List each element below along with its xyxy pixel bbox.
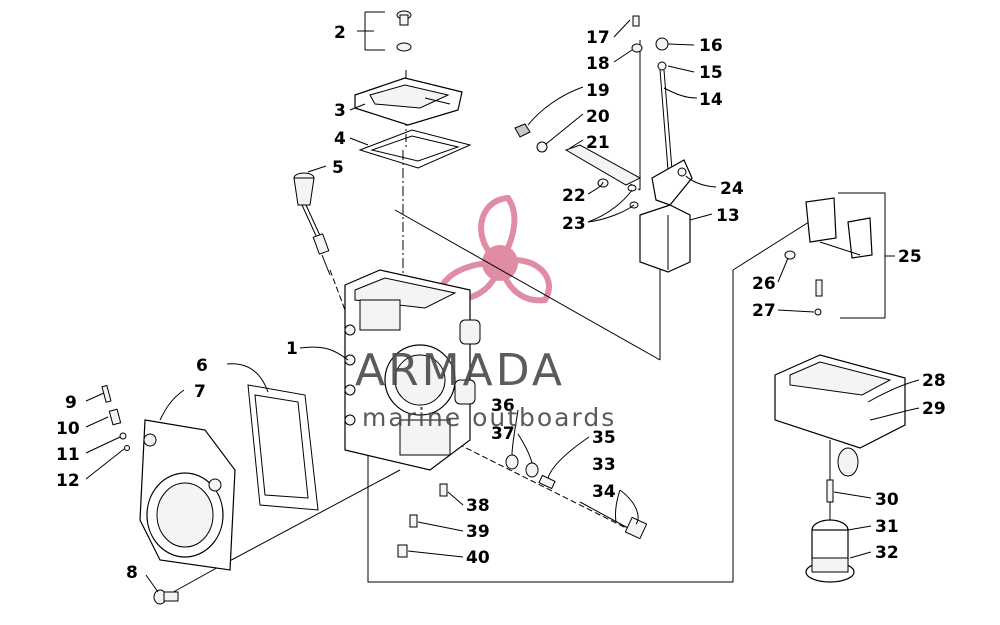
callout-7: 7 [194,382,206,402]
watermark-title: ARMADA [355,345,565,396]
callout-35: 35 [592,428,616,448]
callout-36: 36 [491,396,515,416]
callout-10: 10 [56,419,80,439]
part-drain-plug-30-32 [805,479,855,583]
callout-30: 30 [875,490,899,510]
part-shaft-hardware-19-23 [514,123,642,209]
callout-6: 6 [196,356,208,376]
callout-20: 20 [586,107,610,127]
callout-23: 23 [562,214,586,234]
part-screw-8 [153,589,179,605]
part-screw-washer-2 [396,10,412,52]
callout-28: 28 [922,371,946,391]
part-idle-adjuster-33-37 [505,454,648,540]
callout-13: 13 [716,206,740,226]
part-gasket-4 [358,129,472,169]
part-carburetor-body-1 [344,269,481,471]
callout-18: 18 [586,54,610,74]
reference-lines [167,40,831,596]
callout-1: 1 [286,339,298,359]
callout-15: 15 [699,63,723,83]
callout-25: 25 [898,247,922,267]
part-screws-38-40 [397,483,448,558]
part-throttle-slide-13 [639,204,691,273]
callout-labels: 2 3 4 5 1 6 7 9 10 11 12 8 17 18 16 15 1… [56,23,946,583]
part-jet-needle-14-18 [631,15,673,171]
leader-lines [85,11,920,593]
callout-14: 14 [699,90,723,110]
callout-24: 24 [720,179,744,199]
part-throttle-lever-24 [651,159,693,206]
callout-38: 38 [466,496,490,516]
callout-11: 11 [56,445,80,465]
callout-31: 31 [875,517,899,537]
callout-22: 22 [562,186,586,206]
callout-32: 32 [875,543,899,563]
armada-logo-icon [436,194,552,304]
part-choke-plunger-5 [293,172,331,276]
callout-33: 33 [592,455,616,475]
callout-9: 9 [65,393,77,413]
part-cover-3 [354,77,463,126]
callout-27: 27 [752,301,776,321]
callout-34: 34 [592,482,616,502]
part-pilot-screw-9-12 [101,384,130,451]
callout-5: 5 [332,158,344,178]
callout-21: 21 [586,133,610,153]
callout-12: 12 [56,471,80,491]
part-float-bowl-28-29 [774,354,906,477]
callout-8: 8 [126,563,138,583]
callout-3: 3 [334,101,346,121]
callout-4: 4 [334,129,346,149]
watermark-subtitle: marine outboards [362,403,616,432]
callout-2: 2 [334,23,346,43]
part-gasket-6 [247,384,319,511]
callout-17: 17 [586,28,610,48]
callout-37: 37 [491,424,515,444]
callout-19: 19 [586,81,610,101]
callout-26: 26 [752,274,776,294]
part-float-assembly-25-27 [784,192,886,319]
part-intake-adapter-7 [139,419,236,571]
callout-40: 40 [466,548,490,568]
callout-16: 16 [699,36,723,56]
watermark: ARMADA marine outboards [355,345,616,432]
callout-39: 39 [466,522,490,542]
callout-29: 29 [922,399,946,419]
